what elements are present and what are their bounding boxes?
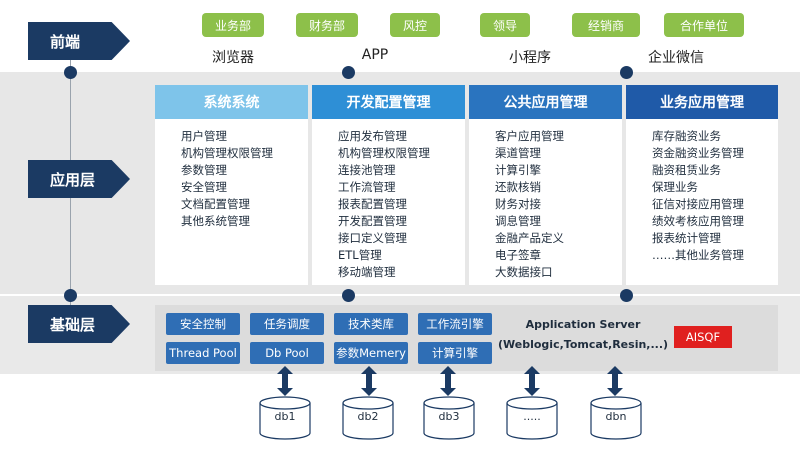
db-label: db2 — [357, 410, 379, 423]
list-item: 渠道管理 — [495, 146, 541, 160]
panel-public-app: 公共应用管理 客户应用管理 渠道管理 计算引擎 还款核销 财务对接 调息管理 金… — [469, 85, 622, 285]
double-arrow-icon — [361, 366, 377, 396]
list-item: 库存融资业务 — [652, 129, 721, 143]
list-item: ……其他业务管理 — [652, 248, 744, 262]
client-wechat-work: 企业微信 — [648, 50, 704, 66]
list-item: 大数据接口 — [495, 265, 553, 279]
list-item: 其他系统管理 — [181, 214, 250, 228]
panel-item-list: 应用发布管理 机构管理权限管理 连接池管理 工作流管理 报表配置管理 开发配置管… — [312, 119, 465, 281]
double-arrow-icon — [277, 366, 293, 396]
list-item: 文档配置管理 — [181, 197, 250, 211]
double-arrow-icon — [607, 366, 623, 396]
list-item: 还款核销 — [495, 180, 541, 194]
user-tag-partner: 合作单位 — [664, 13, 744, 37]
layer-label-base: 基础层 — [28, 305, 130, 343]
base-compute-engine: 计算引擎 — [418, 342, 492, 364]
list-item: 调息管理 — [495, 214, 541, 228]
list-item: 工作流管理 — [338, 180, 396, 194]
list-item: 接口定义管理 — [338, 231, 407, 245]
database-icon — [590, 396, 642, 440]
list-item: 计算引擎 — [495, 163, 541, 177]
panel-item-list: 用户管理 机构管理权限管理 参数管理 安全管理 文档配置管理 其他系统管理 — [155, 119, 308, 230]
panel-item-list: 客户应用管理 渠道管理 计算引擎 还款核销 财务对接 调息管理 金融产品定义 电… — [469, 119, 622, 281]
list-item: 融资租赁业务 — [652, 163, 721, 177]
client-browser: 浏览器 — [212, 50, 254, 66]
base-tech-library: 技术类库 — [334, 313, 408, 335]
user-tag-finance: 财务部 — [296, 13, 358, 37]
connector-dot — [620, 66, 633, 79]
list-item: 资金融资业务管理 — [652, 146, 744, 160]
database-icon — [423, 396, 475, 440]
app-server-list: (Weblogic,Tomcat,Resin,...) — [498, 338, 669, 351]
list-item: 安全管理 — [181, 180, 227, 194]
panel-title: 系统系统 — [155, 85, 308, 119]
list-item: 用户管理 — [181, 129, 227, 143]
layer-label-front: 前端 — [28, 22, 130, 60]
list-item: ETL管理 — [338, 248, 382, 262]
list-item: 开发配置管理 — [338, 214, 407, 228]
list-item: 报表统计管理 — [652, 231, 721, 245]
connector-dot — [620, 289, 633, 302]
base-thread-pool: Thread Pool — [166, 342, 240, 364]
panel-business-app: 业务应用管理 库存融资业务 资金融资业务管理 融资租赁业务 保理业务 征信对接应… — [626, 85, 778, 285]
double-arrow-icon — [524, 366, 540, 396]
list-item: 金融产品定义 — [495, 231, 564, 245]
connector-dot — [342, 289, 355, 302]
db-label: ..... — [523, 410, 541, 423]
base-security-control: 安全控制 — [166, 313, 240, 335]
user-tag-risk: 风控 — [390, 13, 440, 37]
connector-dot — [342, 66, 355, 79]
base-db-pool: Db Pool — [250, 342, 324, 364]
panel-title: 公共应用管理 — [469, 85, 622, 119]
panel-dev-config: 开发配置管理 应用发布管理 机构管理权限管理 连接池管理 工作流管理 报表配置管… — [312, 85, 465, 285]
panel-system: 系统系统 用户管理 机构管理权限管理 参数管理 安全管理 文档配置管理 其他系统… — [155, 85, 308, 285]
list-item: 征信对接应用管理 — [652, 197, 744, 211]
layer-dot — [64, 66, 77, 79]
layer-label-app: 应用层 — [28, 160, 130, 198]
panel-title: 业务应用管理 — [626, 85, 778, 119]
list-item: 移动端管理 — [338, 265, 396, 279]
list-item: 连接池管理 — [338, 163, 396, 177]
panel-item-list: 库存融资业务 资金融资业务管理 融资租赁业务 保理业务 征信对接应用管理 绩效考… — [626, 119, 778, 264]
list-item: 机构管理权限管理 — [338, 146, 430, 160]
base-workflow-engine: 工作流引擎 — [418, 313, 492, 335]
database-icon — [506, 396, 558, 440]
list-item: 财务对接 — [495, 197, 541, 211]
user-tag-leader: 领导 — [480, 13, 530, 37]
list-item: 机构管理权限管理 — [181, 146, 273, 160]
base-task-scheduler: 任务调度 — [250, 313, 324, 335]
list-item: 参数管理 — [181, 163, 227, 177]
double-arrow-icon — [440, 366, 456, 396]
list-item: 客户应用管理 — [495, 129, 564, 143]
list-item: 保理业务 — [652, 180, 698, 194]
user-tag-business: 业务部 — [202, 13, 264, 37]
base-param-memory: 参数Memery — [334, 342, 408, 364]
panel-title: 开发配置管理 — [312, 85, 465, 119]
list-item: 应用发布管理 — [338, 129, 407, 143]
aisqf-badge: AISQF — [674, 326, 732, 348]
db-label: db1 — [274, 410, 296, 423]
client-miniprogram: 小程序 — [509, 50, 551, 66]
database-icon — [342, 396, 394, 440]
list-item: 绩效考核应用管理 — [652, 214, 744, 228]
user-tag-dealer: 经销商 — [572, 13, 640, 37]
list-item: 电子签章 — [495, 248, 541, 262]
app-server-title: Application Server — [525, 318, 641, 331]
list-item: 报表配置管理 — [338, 197, 407, 211]
layer-dot — [64, 289, 77, 302]
database-icon — [259, 396, 311, 440]
db-label: dbn — [605, 410, 627, 423]
client-app: APP — [361, 47, 389, 63]
db-label: db3 — [438, 410, 460, 423]
